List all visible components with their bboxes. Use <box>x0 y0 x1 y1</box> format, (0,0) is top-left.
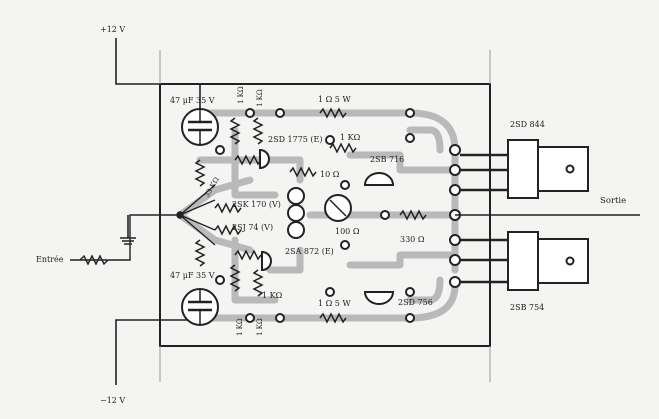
label-r-330: 330 Ω <box>400 235 425 244</box>
label-cap-bottom: 47 μF 35 V <box>170 271 215 280</box>
label-r-bottom-v2: 1 KΩ <box>256 318 264 336</box>
label-output: Sortie <box>600 196 626 206</box>
input-junction <box>176 184 216 246</box>
label-cap-top: 47 μF 35 V <box>170 96 215 105</box>
power-transistor-top-icon <box>460 139 589 199</box>
resistors <box>194 107 427 324</box>
label-r-top-k1: 1 KΩ <box>237 86 245 104</box>
input-resistor <box>79 254 109 266</box>
label-q-2sa872: 2SA 872 (E) <box>285 247 334 256</box>
cap-bottom-icon <box>181 288 219 326</box>
label-q-2sb716: 2SB 716 <box>370 155 404 164</box>
label-q-2sd756: 2SD 756 <box>398 298 433 307</box>
label-r-100: 100 Ω <box>335 227 360 236</box>
label-r-bottom-k: 1 KΩ <box>262 291 283 300</box>
label-vplus: +12 V <box>100 25 125 34</box>
label-q-2sj74: 2SJ 74 (V) <box>232 223 273 232</box>
label-r-10: 10 Ω <box>320 170 340 179</box>
cap-top-icon <box>181 108 219 146</box>
label-q-2sk170: 2SK 170 (V) <box>232 200 281 209</box>
power-transistor-bottom-icon <box>460 231 589 291</box>
label-vminus: −12 V <box>100 396 125 405</box>
label-q-2sd1775: 2SD 1775 (E) <box>268 135 323 144</box>
label-q-2sd844: 2SD 844 <box>510 120 545 129</box>
label-q-2sb754: 2SB 754 <box>510 303 544 312</box>
pcb-pads <box>215 108 461 323</box>
label-r-top-power: 1 Ω 5 W <box>318 95 351 104</box>
label-input: Entrée <box>36 255 64 264</box>
label-r-bottom-power: 1 Ω 5 W <box>318 299 351 308</box>
label-r-1k: 1 KΩ <box>340 133 361 142</box>
pot-arrow <box>329 199 347 217</box>
label-r-top-k2: 1 KΩ <box>256 89 264 107</box>
label-r-bottom-v1: 1 KΩ <box>236 318 244 336</box>
supply-wires <box>70 38 491 385</box>
